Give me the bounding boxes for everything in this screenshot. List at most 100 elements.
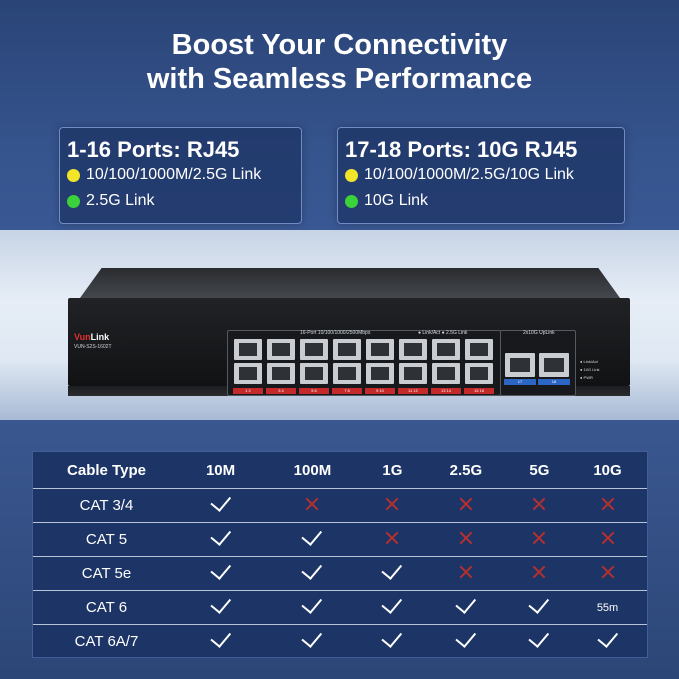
supported-cell [363,556,422,591]
unsupported-cell [510,522,569,557]
headline-line-2: with Seamless Performance [146,63,533,95]
uplink-port-number: 18 [538,379,570,385]
checkmark-icon [301,524,323,546]
port-number-label: 11 12 [398,388,428,394]
table-row: CAT 3/4 [33,488,647,523]
switch-model-label: VUN-S2S-1602T [74,344,112,350]
table-row: CAT 5e [33,556,647,591]
info-row-text: 2.5G Link [86,192,155,209]
unsupported-cell [421,556,511,591]
cable-type-cell: CAT 6 [33,590,180,625]
rj45-port [300,339,328,360]
cable-type-cell: CAT 5e [33,556,180,591]
info-row-text: 10/100/1000M/2.5G/10G Link [364,166,574,183]
column-header: 1G [382,461,403,479]
headline: Boost Your Connectivity with Seamless Pe… [0,28,679,96]
port-number-label: 9 10 [365,388,395,394]
uplink-port-18 [539,353,569,377]
checkmark-icon [301,626,323,648]
supported-cell [510,590,569,625]
yellow-led-dot-icon [345,168,358,182]
rj45-port [399,339,427,360]
status-led-label: ● PWR [580,375,593,380]
column-header: Cable Type [67,461,146,479]
cross-icon [384,530,400,546]
info-box-title: 17-18 Ports: 10G RJ45 [345,137,578,162]
table-row: CAT 6A/7 [33,624,647,658]
supported-cell [261,590,364,625]
uplink-label: 2x10G UpLink [523,330,555,336]
port-number-label: 15 16 [464,388,494,394]
network-switch-image: VunLink VUN-S2S-1602T 16-Port 10/100/100… [60,268,630,408]
cross-icon [531,564,547,580]
rj45-port [300,363,328,384]
cross-icon [458,564,474,580]
rj45-port [366,363,394,384]
cross-icon [600,564,616,580]
rj45-port [399,363,427,384]
checkmark-icon [596,626,618,648]
port-panel-label: 16-Port 10/100/1000/2500Mbps [300,330,371,336]
port-number-label: 1 2 [233,388,263,394]
distance-note-cell: 55m [568,590,647,625]
checkmark-icon [455,626,477,648]
checkmark-icon [209,626,231,648]
supported-cell [180,556,262,591]
port-number-label: 7 8 [332,388,362,394]
rj45-port [333,339,361,360]
info-row-speed: 2.5G Link [67,192,154,210]
status-led-label: ● 10G Link [580,367,600,372]
info-box-title: 1-16 Ports: RJ45 [67,137,240,162]
supported-cell [180,624,262,658]
unsupported-cell [568,488,647,523]
headline-line-1: Boost Your Connectivity [171,29,508,61]
switch-top-cover [80,268,620,298]
info-box-ports-1-16: 1-16 Ports: RJ45 10/100/1000M/2.5G Link … [59,127,302,224]
supported-cell [180,488,262,523]
checkmark-icon [381,626,403,648]
checkmark-icon [455,592,477,614]
checkmark-icon [209,524,231,546]
uplink-port-number: 17 [504,379,536,385]
checkmark-icon [528,592,550,614]
checkmark-icon [209,558,231,580]
info-box-ports-17-18: 17-18 Ports: 10G RJ45 10/100/1000M/2.5G/… [337,127,625,224]
checkmark-icon [381,592,403,614]
table-row: CAT 6 55m [33,590,647,625]
yellow-led-dot-icon [67,168,80,182]
unsupported-cell [510,488,569,523]
green-led-dot-icon [67,194,80,208]
port-number-label: 3 4 [266,388,296,394]
unsupported-cell [510,556,569,591]
supported-cell [510,624,569,658]
table-row: CAT 5 [33,522,647,557]
green-led-dot-icon [345,194,358,208]
unsupported-cell [568,556,647,591]
cable-type-cell: CAT 6A/7 [33,624,180,658]
cable-type-cell: CAT 3/4 [33,488,180,523]
unsupported-cell [363,488,422,523]
cross-icon [600,496,616,512]
rj45-port-panel: 16-Port 10/100/1000/2500Mbps ● Link/Act … [227,330,501,396]
info-row-link: 10/100/1000M/2.5G/10G Link [345,166,574,184]
rj45-port [465,339,493,360]
column-header: 10M [205,461,236,479]
rj45-port [267,339,295,360]
checkmark-icon [381,558,403,580]
supported-cell [363,590,422,625]
unsupported-cell [421,488,511,523]
port-number-label: 13 14 [431,388,461,394]
rj45-port [234,363,262,384]
table-header-row: Cable Type 10M 100M 1G 2.5G 5G 10G [33,452,647,489]
checkmark-icon [301,558,323,580]
supported-cell [180,590,262,625]
cable-compatibility-table: Cable Type 10M 100M 1G 2.5G 5G 10G CAT 3… [32,451,648,658]
supported-cell [363,624,422,658]
unsupported-cell [568,522,647,557]
rj45-port [366,339,394,360]
status-led-label: ● Link/Act [580,359,598,364]
column-header: 10G [593,461,622,479]
cross-icon [531,530,547,546]
column-header: 5G [529,461,550,479]
checkmark-icon [209,592,231,614]
